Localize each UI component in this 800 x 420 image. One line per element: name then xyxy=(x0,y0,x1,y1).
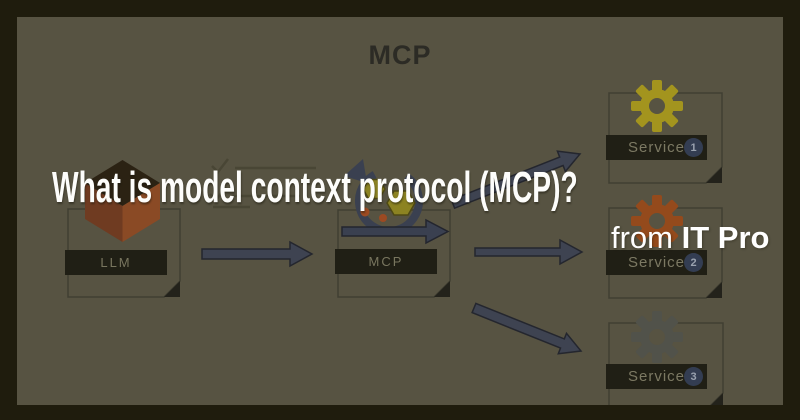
llm-box xyxy=(67,208,181,298)
service-3-label-band: Service 3 xyxy=(606,364,707,389)
service-3-number-badge: 3 xyxy=(684,367,703,386)
attribution-text: from IT Pro xyxy=(611,220,770,255)
llm-label-band: LLM xyxy=(65,250,167,275)
service-3-label: Service xyxy=(627,368,686,385)
arrow-mcp-to-service-3 xyxy=(471,302,583,355)
diagram-title: MCP xyxy=(368,40,432,70)
folded-corner-icon xyxy=(164,281,180,297)
arrow-mcp-to-service-2 xyxy=(474,238,584,266)
mcp-box xyxy=(337,209,451,298)
mcp-label-band: MCP xyxy=(335,249,437,274)
mcp-label: MCP xyxy=(368,254,404,269)
service-2-label: Service xyxy=(627,254,686,271)
attribution-prefix: from xyxy=(611,220,673,255)
llm-label: LLM xyxy=(100,255,132,270)
gear-icon xyxy=(631,80,683,132)
gear-icon xyxy=(631,195,683,247)
service-2-number-badge: 2 xyxy=(684,253,703,272)
service-1-label: Service xyxy=(627,139,686,156)
arrow-mcp-to-service-1 xyxy=(450,150,582,210)
attribution-brand: IT Pro xyxy=(681,220,770,255)
cube-icon xyxy=(85,160,160,242)
service-2-label-band: Service 2 xyxy=(606,250,707,275)
service-2-box xyxy=(608,207,723,299)
flow-arrows xyxy=(201,150,584,355)
folded-corner-icon xyxy=(706,167,722,183)
gear-icon xyxy=(631,311,683,363)
service-1-label-band: Service 1 xyxy=(606,135,707,160)
folded-corner-icon xyxy=(434,281,450,297)
arrow-llm-to-mcp xyxy=(201,240,314,268)
folded-corner-icon xyxy=(706,282,722,298)
cycle-arrows-icon xyxy=(341,159,450,245)
service-1-box xyxy=(608,92,723,184)
checklist-icon xyxy=(209,158,316,209)
headline-text: What is model context protocol (MCP)? xyxy=(52,163,578,212)
service-1-number-badge: 1 xyxy=(684,138,703,157)
